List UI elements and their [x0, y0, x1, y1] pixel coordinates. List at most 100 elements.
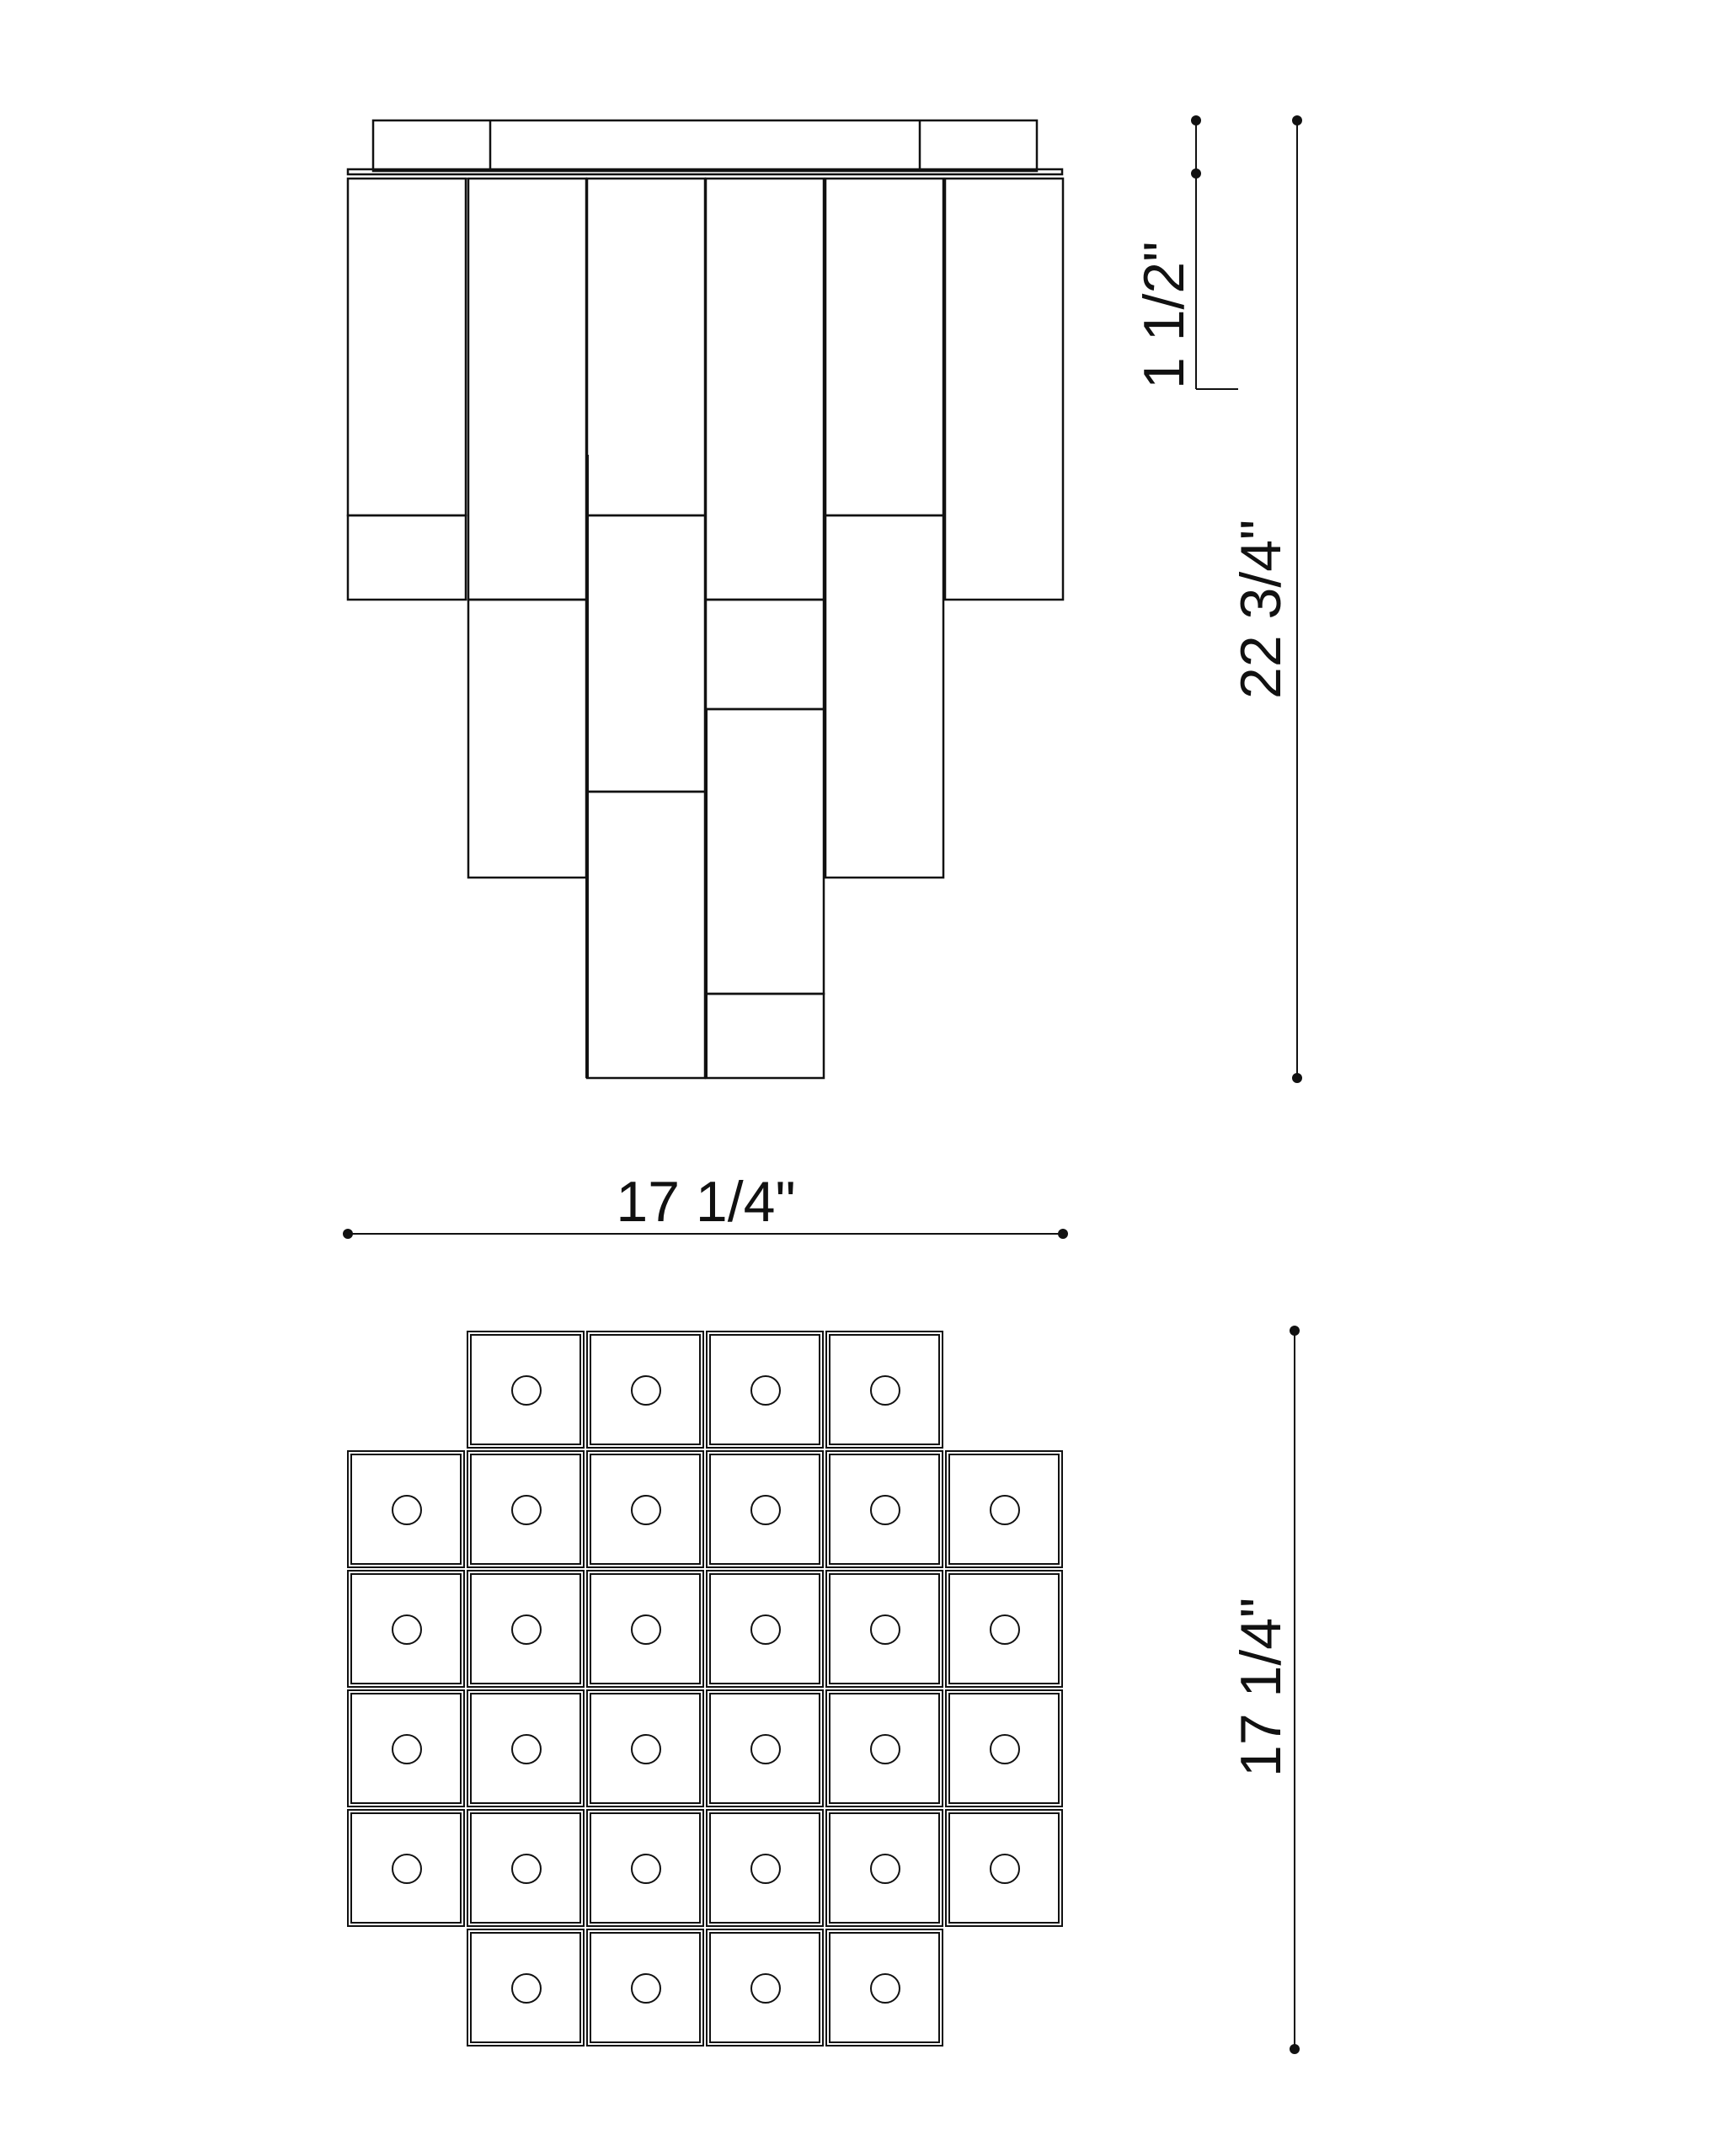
- depth-label: 17 1/4": [1229, 1598, 1293, 1777]
- crystal-square: [706, 1331, 824, 1449]
- crystal-square: [347, 1689, 465, 1807]
- crystal-square-inner: [948, 1812, 1060, 1924]
- dim-endpoint: [1292, 115, 1302, 125]
- light-socket-icon: [870, 1375, 900, 1406]
- crystal-square: [586, 1689, 704, 1807]
- crystal-square-inner: [470, 1454, 581, 1565]
- crystal-square-inner: [350, 1573, 462, 1684]
- light-socket-icon: [631, 1614, 661, 1645]
- crystal-square-inner: [470, 1693, 581, 1804]
- crystal-square: [825, 1929, 943, 2047]
- crystal-square: [586, 1809, 704, 1927]
- crystal-square-inner: [350, 1812, 462, 1924]
- light-socket-icon: [870, 1734, 900, 1764]
- dim-canopy-height: 1 1/2": [1132, 115, 1238, 390]
- light-socket-icon: [750, 1375, 781, 1406]
- crystal-square: [586, 1929, 704, 2047]
- crystal-square: [825, 1450, 943, 1568]
- light-socket-icon: [631, 1375, 661, 1406]
- crystal-panel: [467, 598, 588, 879]
- light-socket-icon: [750, 1614, 781, 1645]
- crystal-panel: [346, 514, 467, 601]
- crystal-square-inner: [590, 1454, 701, 1565]
- crystal-panel: [346, 177, 467, 517]
- light-socket-icon: [631, 1854, 661, 1884]
- light-socket-icon: [990, 1614, 1020, 1645]
- light-socket-icon: [511, 1973, 542, 2004]
- light-socket-icon: [990, 1734, 1020, 1764]
- dim-width: 17 1/4": [343, 1170, 1068, 1239]
- crystal-square: [945, 1450, 1063, 1568]
- crystal-square: [467, 1570, 585, 1688]
- light-socket-icon: [750, 1973, 781, 2004]
- crystal-square: [586, 1570, 704, 1688]
- light-socket-icon: [392, 1495, 422, 1525]
- light-socket-icon: [631, 1495, 661, 1525]
- crystal-panel: [704, 707, 825, 995]
- crystal-square: [586, 1331, 704, 1449]
- crystal-square-inner: [470, 1932, 581, 2043]
- dim-endpoint: [1290, 2044, 1300, 2054]
- light-socket-icon: [631, 1734, 661, 1764]
- crystal-panel: [704, 992, 825, 1080]
- light-socket-icon: [392, 1854, 422, 1884]
- crystal-square-inner: [948, 1573, 1060, 1684]
- crystal-square: [467, 1809, 585, 1927]
- crystal-square-inner: [829, 1693, 940, 1804]
- crystal-square-inner: [709, 1454, 820, 1565]
- crystal-square-inner: [948, 1693, 1060, 1804]
- light-socket-icon: [511, 1495, 542, 1525]
- crystal-square-inner: [829, 1812, 940, 1924]
- light-socket-icon: [870, 1495, 900, 1525]
- crystal-square-inner: [709, 1573, 820, 1684]
- crystal-square-inner: [590, 1812, 701, 1924]
- crystal-panel: [943, 177, 1065, 601]
- crystal-square: [467, 1450, 585, 1568]
- crystal-square: [467, 1689, 585, 1807]
- crystal-square-inner: [350, 1693, 462, 1804]
- crystal-square: [706, 1809, 824, 1927]
- dim-endpoint: [1292, 1073, 1302, 1083]
- canopy: [371, 119, 1039, 173]
- light-socket-icon: [392, 1734, 422, 1764]
- crystal-panel: [704, 177, 825, 601]
- bottom-view: [347, 1331, 1063, 2047]
- dim-endpoint: [1191, 115, 1201, 125]
- light-socket-icon: [511, 1375, 542, 1406]
- light-socket-icon: [870, 1614, 900, 1645]
- crystal-square: [467, 1929, 585, 2047]
- canopy-height-label: 1 1/2": [1132, 242, 1196, 389]
- crystal-square-inner: [590, 1573, 701, 1684]
- total-height-label: 22 3/4": [1229, 520, 1293, 699]
- crystal-square-inner: [470, 1812, 581, 1924]
- dim-depth: 17 1/4": [1229, 1326, 1300, 2054]
- light-socket-icon: [870, 1973, 900, 2004]
- crystal-square-inner: [948, 1454, 1060, 1565]
- crystal-square: [347, 1570, 465, 1688]
- crystal-square-inner: [829, 1334, 940, 1445]
- crystal-square: [825, 1570, 943, 1688]
- dim-endpoint: [1290, 1326, 1300, 1336]
- crystal-square: [706, 1450, 824, 1568]
- crystal-panel: [585, 514, 707, 793]
- mounting-plate: [346, 168, 1064, 176]
- dim-endpoint: [1058, 1229, 1068, 1239]
- crystal-square-inner: [709, 1812, 820, 1924]
- light-socket-icon: [511, 1614, 542, 1645]
- crystal-panel: [585, 177, 707, 517]
- crystal-square-inner: [829, 1454, 940, 1565]
- light-socket-icon: [990, 1854, 1020, 1884]
- crystal-square: [586, 1450, 704, 1568]
- crystal-square-inner: [470, 1573, 581, 1684]
- crystal-panel: [585, 790, 707, 1080]
- crystal-square-inner: [829, 1932, 940, 2043]
- crystal-panel: [467, 177, 588, 601]
- crystal-square-inner: [829, 1573, 940, 1684]
- crystal-square: [825, 1331, 943, 1449]
- light-socket-icon: [511, 1854, 542, 1884]
- crystal-square: [825, 1809, 943, 1927]
- crystal-square-inner: [709, 1334, 820, 1445]
- width-label: 17 1/4": [616, 1170, 795, 1234]
- crystal-square: [706, 1570, 824, 1688]
- crystal-square-inner: [709, 1693, 820, 1804]
